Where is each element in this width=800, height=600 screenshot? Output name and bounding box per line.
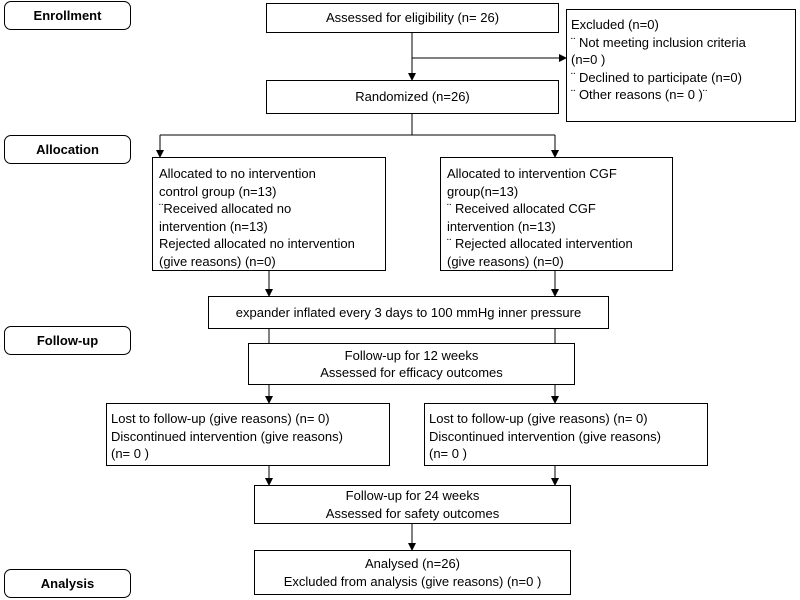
cgf-line: ¨ Received allocated CGF (447, 201, 596, 216)
expander-box: expander inflated every 3 days to 100 mm… (208, 296, 609, 329)
followup12-title: Follow-up for 12 weeks (344, 347, 479, 363)
lost-left-line: Discontinued intervention (give reasons) (111, 428, 343, 444)
stage-enrollment-label: Enrollment (33, 8, 102, 23)
excluded-box: Excluded (n=0) ¨ Not meeting inclusion c… (566, 9, 796, 122)
cgf-allocation-box: Allocated to intervention CGF group(n=13… (440, 157, 673, 271)
stage-allocation: Allocation (4, 135, 131, 164)
stage-enrollment: Enrollment (4, 1, 131, 30)
analysed-subtitle: Excluded from analysis (give reasons) (n… (283, 573, 542, 589)
control-line: ¨Received allocated no (159, 201, 292, 216)
control-allocation-box: Allocated to no intervention control gro… (152, 157, 386, 271)
followup24-title: Follow-up for 24 weeks (345, 488, 480, 503)
cgf-line: group(n=13) (447, 183, 519, 199)
analysed-title: Analysed (n=26) (364, 556, 461, 571)
expander-text: expander inflated every 3 days to 100 mm… (235, 304, 582, 320)
lost-followup-left-box: Lost to follow-up (give reasons) (n= 0) … (106, 403, 390, 466)
excluded-line: Excluded (n=0) (571, 17, 659, 32)
stage-followup-label: Follow-up (36, 333, 99, 348)
cgf-line: intervention (n=13) (447, 218, 556, 234)
stage-analysis-label: Analysis (40, 576, 95, 591)
cgf-line: Allocated to intervention CGF (447, 166, 617, 181)
excluded-line: ¨ Declined to participate (n=0) (571, 69, 742, 85)
lost-right-line: Lost to follow-up (give reasons) (n= 0) (429, 411, 648, 426)
lost-right-line: (n= 0 ) (429, 446, 467, 461)
excluded-line: (n=0 ) (571, 52, 606, 67)
lost-right-line: Discontinued intervention (give reasons) (429, 428, 661, 444)
followup12-box: Follow-up for 12 weeks Assessed for effi… (248, 343, 575, 385)
followup24-subtitle: Assessed for safety outcomes (325, 505, 500, 521)
stage-allocation-label: Allocation (36, 142, 99, 157)
randomized-text: Randomized (n=26) (355, 89, 470, 105)
cgf-line: ¨ Rejected allocated intervention (447, 236, 633, 251)
assessed-box: Assessed for eligibility (n= 26) (266, 3, 559, 33)
lost-left-line: (n= 0 ) (111, 446, 149, 461)
control-line: intervention (n=13) (159, 218, 268, 234)
randomized-box: Randomized (n=26) (266, 80, 559, 114)
analysed-box: Analysed (n=26) Excluded from analysis (… (254, 550, 571, 595)
assessed-text: Assessed for eligibility (n= 26) (325, 10, 500, 26)
control-line: control group (n=13) (159, 183, 277, 199)
lost-followup-right-box: Lost to follow-up (give reasons) (n= 0) … (424, 403, 708, 466)
cgf-line: (give reasons) (n=0) (447, 253, 564, 269)
followup24-box: Follow-up for 24 weeks Assessed for safe… (254, 485, 571, 524)
control-line: (give reasons) (n=0) (159, 253, 276, 269)
stage-followup: Follow-up (4, 326, 131, 355)
excluded-line: ¨ Not meeting inclusion criteria (571, 34, 746, 50)
randomized-split-line (160, 114, 413, 136)
lost-left-line: Lost to follow-up (give reasons) (n= 0) (111, 411, 330, 426)
control-line: Allocated to no intervention (159, 166, 316, 181)
followup12-subtitle: Assessed for efficacy outcomes (320, 365, 503, 380)
stage-analysis: Analysis (4, 569, 131, 598)
control-line: Rejected allocated no intervention (159, 236, 355, 251)
excluded-line: ¨ Other reasons (n= 0 )¨ (571, 87, 708, 102)
